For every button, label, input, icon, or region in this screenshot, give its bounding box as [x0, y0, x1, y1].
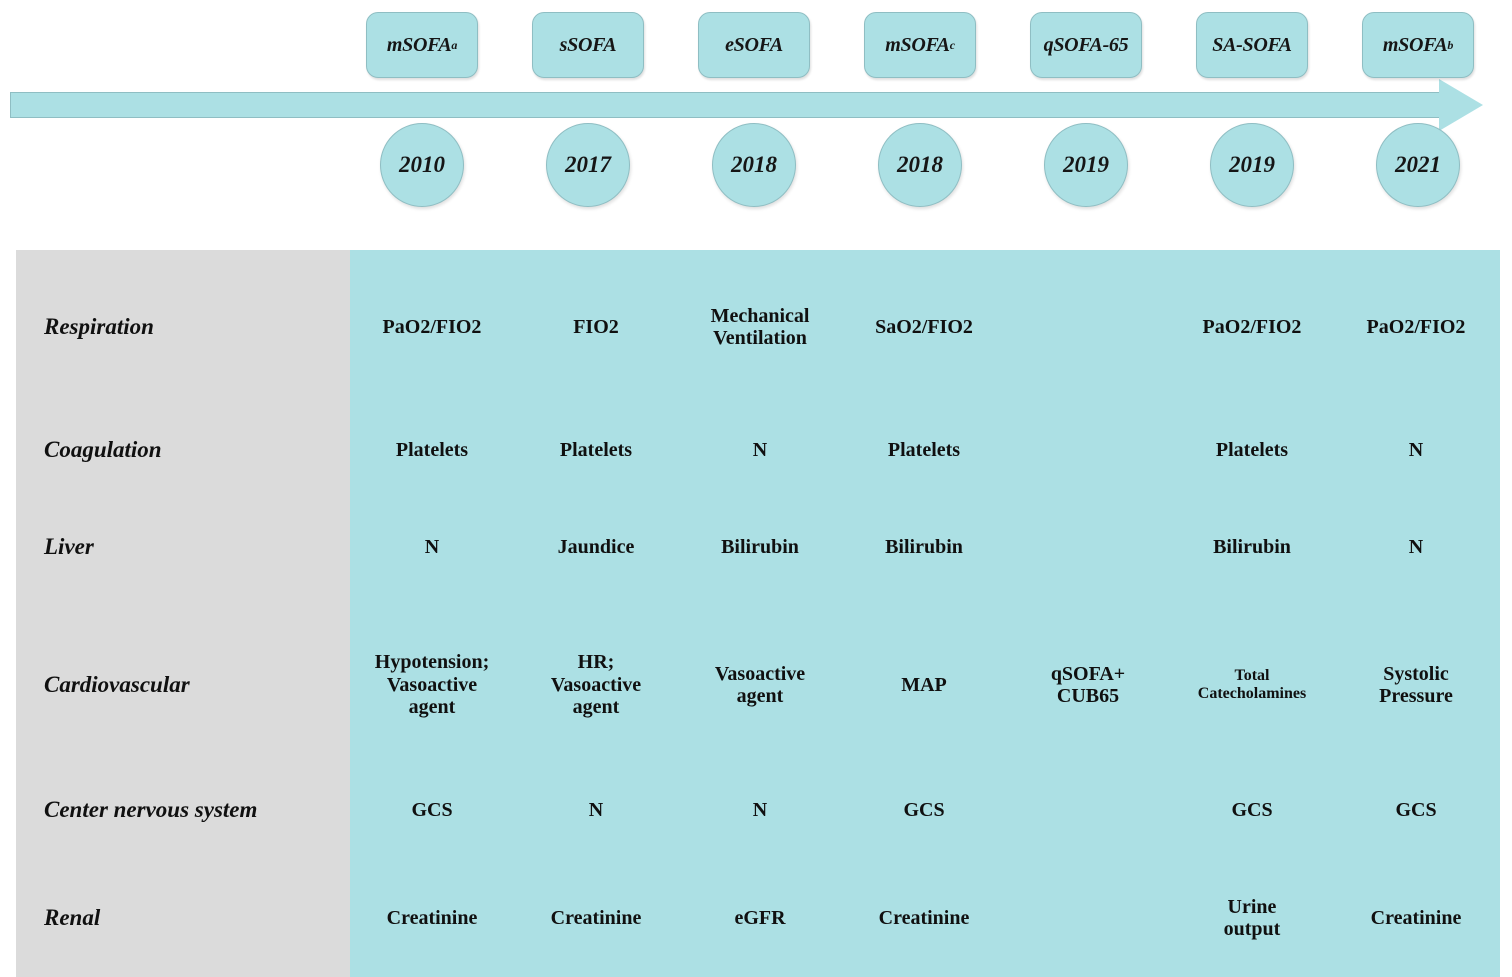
timeline-score-superscript: a — [451, 37, 458, 52]
timeline-score-label: qSOFA-65 — [1043, 33, 1129, 56]
table-label-panel — [16, 250, 350, 977]
table-cell: N — [1408, 535, 1424, 558]
table-cell: GCS — [1231, 798, 1273, 821]
table-cell: HR; Vasoactive agent — [550, 651, 642, 719]
table-row-cells: PaO2/FIO2 FIO2 Mechanical Ventilation SaO2/… — [350, 272, 1500, 382]
table-row-label: Cardiovascular — [44, 672, 190, 697]
table-cell: Hypotension; Vasoactive agent — [374, 651, 490, 719]
table-cell: GCS — [903, 798, 945, 821]
timeline-score-label: sSOFA — [559, 33, 617, 56]
table-cell: Bilirubin — [885, 535, 963, 558]
table-cell: Jaundice — [557, 535, 635, 558]
table-cell: GCS — [1395, 798, 1437, 821]
timeline-score-label: mSOFA — [386, 33, 452, 56]
timeline-year-label: 2010 — [399, 152, 445, 177]
table-cell: PaO2/FIO2 — [1202, 315, 1302, 338]
table-row-cells: Hypotension; Vasoactive agent HR; Vasoact… — [350, 610, 1500, 760]
table-cell: Total Catecholamines — [1197, 667, 1307, 702]
table-cell: Vasoactive agent — [714, 662, 806, 707]
table-cell: Creatinine — [878, 906, 970, 929]
table-cell: N — [752, 438, 768, 461]
table-cell: Platelets — [559, 438, 633, 461]
table-cell: N — [424, 535, 440, 558]
table-cell: PaO2/FIO2 — [382, 315, 482, 338]
table-values-panel — [350, 250, 1500, 977]
table-cell: Creatinine — [550, 906, 642, 929]
timeline-year-circle[interactable]: 2018 — [712, 123, 796, 207]
timeline-score-superscript: c — [949, 37, 955, 52]
timeline-year-label: 2018 — [731, 152, 777, 177]
table-row-cells: GCS N N GCS GCS GCS — [350, 770, 1500, 850]
timeline-score-label: mSOFA — [885, 33, 950, 56]
table-cell: MAP — [901, 673, 947, 696]
timeline-score-box[interactable]: eSOFA — [698, 12, 810, 78]
timeline-year-circle[interactable]: 2019 — [1210, 123, 1294, 207]
table-row-label: Center nervous system — [44, 797, 258, 822]
table-row-cells: N Jaundice Bilirubin Bilirubin Bilirubin N — [350, 512, 1500, 582]
timeline-year-label: 2018 — [897, 152, 943, 177]
timeline-arrow-shaft — [10, 92, 1442, 118]
table-cell: Bilirubin — [1213, 535, 1291, 558]
table-cell: Platelets — [887, 438, 961, 461]
table-row-label: Respiration — [44, 314, 154, 339]
timeline-score-label: SA-SOFA — [1212, 33, 1292, 56]
timeline-year-circle[interactable]: 2019 — [1044, 123, 1128, 207]
table-row: Cardiovascular Hypotension; Vasoactive ag… — [16, 610, 1500, 760]
table-row-cells: Creatinine Creatinine eGFR Creatinine Urine … — [350, 868, 1500, 968]
table-row-cells: Platelets Platelets N Platelets Platelets N — [350, 410, 1500, 490]
table-row: Liver N Jaundice Bilirubin Bilirubin Bilirubi… — [16, 512, 1500, 582]
timeline-year-label: 2019 — [1229, 152, 1275, 177]
timeline-score-label: eSOFA — [725, 33, 783, 56]
comparison-table: Respiration PaO2/FIO2 FIO2 Mechanical Venti… — [16, 250, 1500, 977]
timeline-score-box[interactable]: sSOFA — [532, 12, 644, 78]
table-cell: Platelets — [1215, 438, 1289, 461]
table-cell: Mechanical Ventilation — [710, 304, 810, 349]
timeline-year-circle[interactable]: 2017 — [546, 123, 630, 207]
table-cell: N — [1408, 438, 1424, 461]
table-row-label: Liver — [44, 534, 94, 559]
table-cell: Platelets — [395, 438, 469, 461]
table-cell: eGFR — [734, 906, 786, 929]
timeline-year-label: 2021 — [1395, 152, 1441, 177]
table-cell: qSOFA+ CUB65 — [1050, 662, 1126, 707]
timeline-year-label: 2017 — [565, 152, 611, 177]
timeline-year-circle[interactable]: 2010 — [380, 123, 464, 207]
table-cell: N — [752, 798, 768, 821]
timeline-year-circle[interactable]: 2018 — [878, 123, 962, 207]
timeline-arrow-head-icon — [1439, 79, 1483, 131]
table-cell: Creatinine — [386, 906, 478, 929]
table-cell: Systolic Pressure — [1379, 662, 1453, 707]
timeline-score-superscript: b — [1447, 37, 1454, 52]
table-rows: Respiration PaO2/FIO2 FIO2 Mechanical Venti… — [16, 250, 1500, 977]
table-row-label: Renal — [44, 905, 101, 930]
timeline-score-label: mSOFA — [1382, 33, 1448, 56]
table-row: Center nervous system GCS N N GCS GCS GCS — [16, 770, 1500, 850]
table-cell: FIO2 — [573, 315, 619, 338]
table-row: Renal Creatinine Creatinine eGFR Creatinine U… — [16, 868, 1500, 968]
table-cell: Creatinine — [1370, 906, 1462, 929]
timeline-score-box[interactable]: qSOFA-65 — [1030, 12, 1142, 78]
table-cell: GCS — [411, 798, 453, 821]
table-row: Respiration PaO2/FIO2 FIO2 Mechanical Venti… — [16, 272, 1500, 382]
timeline-year-circle[interactable]: 2021 — [1376, 123, 1460, 207]
timeline-year-label: 2019 — [1063, 152, 1109, 177]
table-cell: N — [588, 798, 604, 821]
timeline-score-box[interactable]: SA-SOFA — [1196, 12, 1308, 78]
table-cell: Bilirubin — [721, 535, 799, 558]
table-cell: PaO2/FIO2 — [1366, 315, 1466, 338]
table-cell: Urine output — [1223, 895, 1281, 940]
table-row-label: Coagulation — [44, 437, 162, 462]
table-cell: SaO2/FIO2 — [875, 315, 973, 338]
